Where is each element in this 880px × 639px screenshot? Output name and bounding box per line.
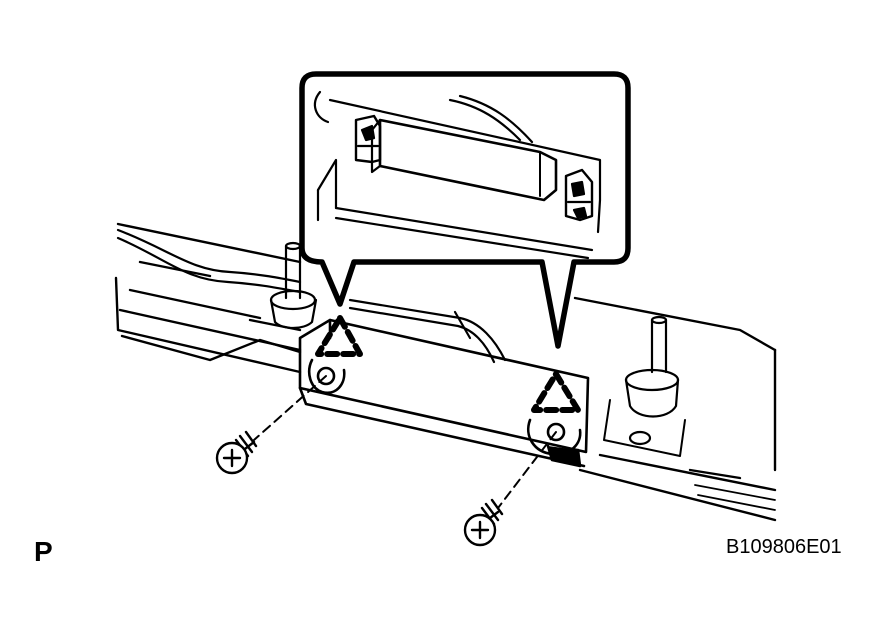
callout-frame bbox=[299, 71, 631, 349]
screw-icon bbox=[463, 498, 504, 547]
detail-callout bbox=[299, 71, 631, 349]
warning-triangle-icon bbox=[315, 315, 363, 357]
panel-body bbox=[114, 222, 777, 522]
warning-triangle-icon bbox=[531, 371, 581, 413]
screw-icon bbox=[215, 430, 258, 475]
figure-code: B109806E01 bbox=[726, 536, 842, 558]
license-lamp-assembly bbox=[298, 318, 590, 468]
callout-detail bbox=[313, 90, 602, 260]
screw-path bbox=[253, 375, 557, 509]
view-letter: P bbox=[34, 536, 53, 567]
claw-clip-icon bbox=[354, 114, 382, 164]
claw-clip-icon bbox=[564, 168, 594, 222]
right-stud bbox=[603, 315, 686, 457]
